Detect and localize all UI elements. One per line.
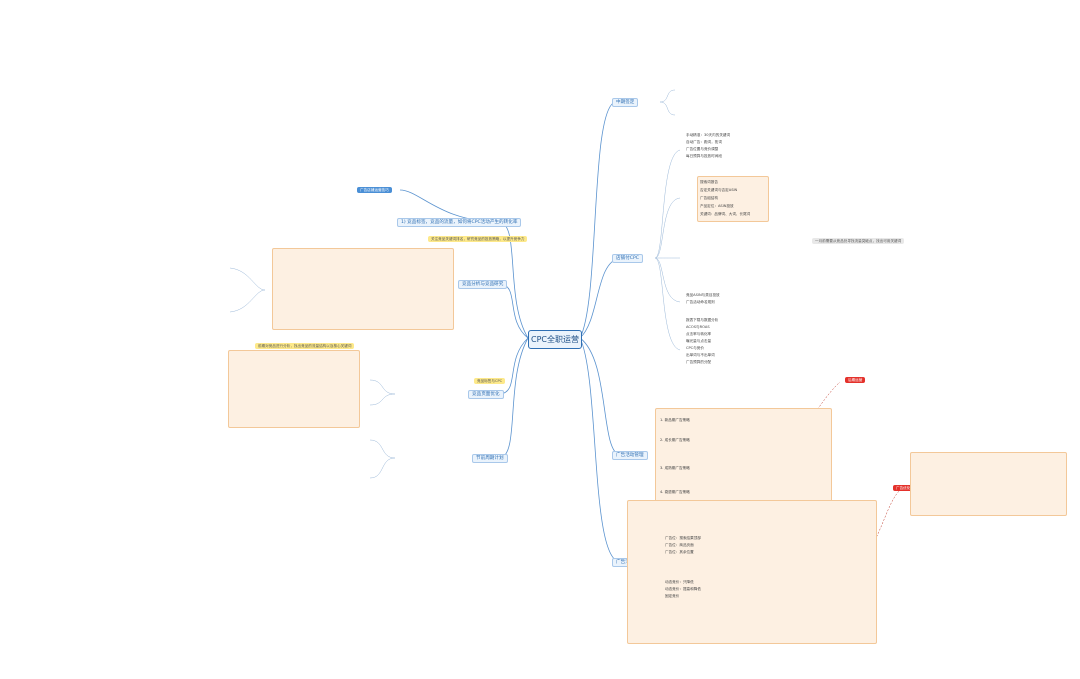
tag-grey-r: 一月前需要从竞品处寻找流量突破点，找出可用关键词 <box>812 238 905 244</box>
panel-r2 <box>655 408 832 510</box>
tag-red-1[interactable]: 后期运营 <box>845 377 866 383</box>
center-topic[interactable]: CPC全职运营 <box>528 330 582 349</box>
branch-top-right[interactable]: 中期签定 <box>612 98 639 107</box>
panel-red-2 <box>910 452 1067 516</box>
connector-r2 <box>579 337 621 456</box>
panel-l3 <box>228 350 360 428</box>
text-node: 曝光量与点击量 <box>686 339 712 343</box>
connector-r1 <box>579 257 621 339</box>
text-node: CPC与竞价 <box>686 346 704 350</box>
branch-l-top2[interactable]: 1) 竞品标签，竞品的流量，如何将CPC活动产生的转化率 <box>397 218 522 227</box>
connector-r3 <box>579 337 621 563</box>
text-node: 手动精准：30天内的关键词 <box>686 133 731 137</box>
text-node: 关键词：品牌词、大词、长尾词 <box>700 212 751 216</box>
connector-top-right <box>579 101 616 339</box>
text-node: 搜索词报告 <box>700 180 718 184</box>
text-node: 竞品ASIN与类目投放 <box>686 293 720 297</box>
branch-l4[interactable]: 节前周期计划 <box>472 454 508 463</box>
text-node: 广告位：其余位置 <box>665 550 694 554</box>
text-node: 产品定位：ASIN投放 <box>700 204 734 208</box>
text-node: ACOS与ROAS <box>686 325 710 329</box>
text-node: 点击率与转化率 <box>686 332 712 336</box>
panel-l2 <box>272 248 454 330</box>
branch-r1[interactable]: 店铺付CPC <box>612 254 643 263</box>
panel-r1-a <box>697 176 769 222</box>
connector-l3 <box>499 337 529 395</box>
text-node: 4. 衰退期广告策略 <box>660 490 690 494</box>
text-node: 3. 成熟期广告策略 <box>660 466 690 470</box>
text-node: 出单词与不出单词 <box>686 353 715 357</box>
text-node: 固定竞价 <box>665 594 680 598</box>
tag-red-2[interactable]: 广告优化 <box>893 485 914 491</box>
tag-blue-top[interactable]: 广告店铺运营技巧 <box>357 187 392 193</box>
text-node: 广告位：商品页面 <box>665 543 694 547</box>
tag-yellow-note: 前期对竞品进行分析，找出竞品的流量结构以及核心关键词 <box>255 343 355 349</box>
text-node: 广告组结构 <box>700 196 718 200</box>
text-node: 报表下载与数据分析 <box>686 318 719 322</box>
text-node: 1. 新品期广告策略 <box>660 418 690 422</box>
text-node: 广告位：搜索结果顶部 <box>665 536 701 540</box>
text-node: 广告预算的分配 <box>686 360 712 364</box>
branch-r2[interactable]: 广告活动管理 <box>612 451 648 460</box>
connector-l4 <box>499 337 529 459</box>
text-node: 广告位置与竞价调整 <box>686 147 719 151</box>
tag-yellow-l3: 竞品标签与CPC <box>474 378 506 384</box>
text-node: 动态竞价：只降低 <box>665 580 694 584</box>
text-node: 否定关键词与否定ASIN <box>700 188 738 192</box>
branch-l3[interactable]: 竞品页面优化 <box>468 390 504 399</box>
tag-yellow-l2: 关注竞品关键词排名，研究竞品的投放策略，以提升竞争力 <box>428 236 528 242</box>
panel-r3 <box>627 500 877 644</box>
text-node: 动态竞价：提高和降低 <box>665 587 701 591</box>
branch-l2[interactable]: 竞品分析与竞品研究 <box>458 280 508 289</box>
text-node: 自动广告：跑词，拓词 <box>686 140 722 144</box>
text-node: 2. 成长期广告策略 <box>660 438 690 442</box>
text-node: 广告活动命名规则 <box>686 300 715 304</box>
text-node: 每日预算与投放时间段 <box>686 154 722 158</box>
